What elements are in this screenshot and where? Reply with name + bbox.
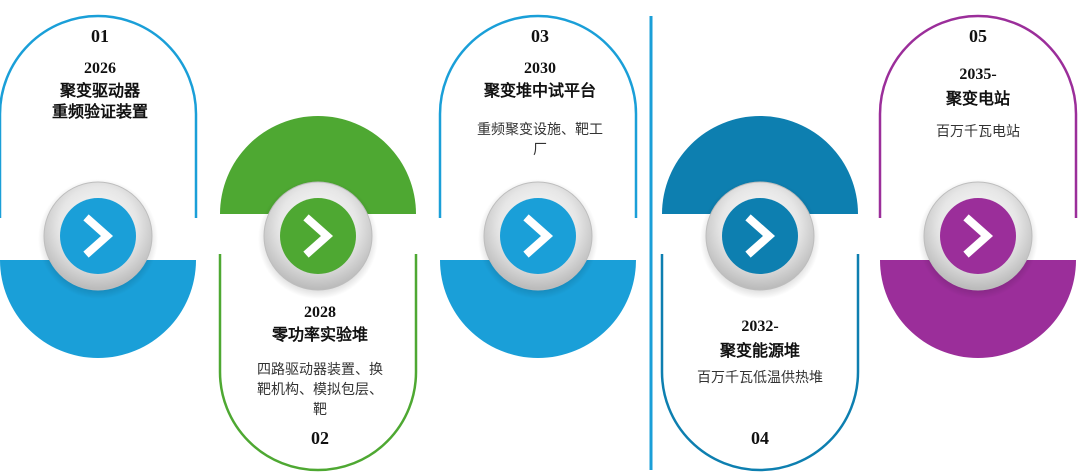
milestone-5-band xyxy=(880,260,1076,358)
milestone-4-number: 04 xyxy=(751,428,769,448)
milestone-2-band xyxy=(220,116,416,214)
milestone-5-number: 05 xyxy=(969,26,987,46)
milestone-2-number: 02 xyxy=(311,428,329,448)
milestone-3-disc xyxy=(500,198,576,274)
chevron-right-icon xyxy=(745,214,776,258)
milestone-4-frame xyxy=(660,254,860,472)
milestone-3-frame xyxy=(438,14,638,218)
milestone-1-year: 2026 xyxy=(84,60,116,77)
milestone-1-number: 01 xyxy=(91,26,109,46)
milestone-3-year: 2030 xyxy=(524,60,556,77)
milestone-2 xyxy=(218,116,418,472)
milestone-5-desc: 百万千瓦电站 xyxy=(936,124,1020,140)
milestone-2-name: 零功率实验堆 xyxy=(271,325,368,344)
milestone-5-disc xyxy=(940,198,1016,274)
milestone-1 xyxy=(0,14,198,358)
milestone-5-name: 聚变电站 xyxy=(945,89,1010,108)
milestone-4-year: 2032- xyxy=(741,318,779,335)
milestone-3-number: 03 xyxy=(531,26,549,46)
milestone-1-disc xyxy=(60,198,136,274)
milestone-4-band xyxy=(662,116,858,214)
milestone-5-year: 2035- xyxy=(959,66,997,83)
milestone-2-disc xyxy=(280,198,356,274)
milestone-3-band xyxy=(440,260,636,358)
milestone-1-band xyxy=(0,260,196,358)
milestone-3-name: 聚变堆中试平台 xyxy=(483,81,596,100)
milestone-4 xyxy=(660,116,860,472)
milestone-4-desc: 百万千瓦低温供热堆 xyxy=(697,370,823,386)
milestone-2-frame xyxy=(218,254,418,472)
milestone-3 xyxy=(438,14,638,358)
milestone-4-name: 聚变能源堆 xyxy=(719,341,800,360)
milestone-1-frame xyxy=(0,14,198,218)
milestone-2-desc: 四路驱动器装置、换 靶机构、模拟包层、 靶 xyxy=(257,362,383,418)
milestone-1-name: 聚变驱动器 重频验证装置 xyxy=(51,81,148,121)
chevron-right-icon xyxy=(963,214,994,258)
chevron-right-icon xyxy=(83,214,114,258)
chevron-right-icon xyxy=(523,214,554,258)
milestone-3-desc: 重频聚变设施、靶工 厂 xyxy=(477,122,603,158)
milestone-2-year: 2028 xyxy=(304,304,336,321)
milestone-5 xyxy=(878,14,1078,358)
milestone-4-disc xyxy=(722,198,798,274)
milestone-5-frame xyxy=(878,14,1078,218)
chevron-right-icon xyxy=(303,214,334,258)
